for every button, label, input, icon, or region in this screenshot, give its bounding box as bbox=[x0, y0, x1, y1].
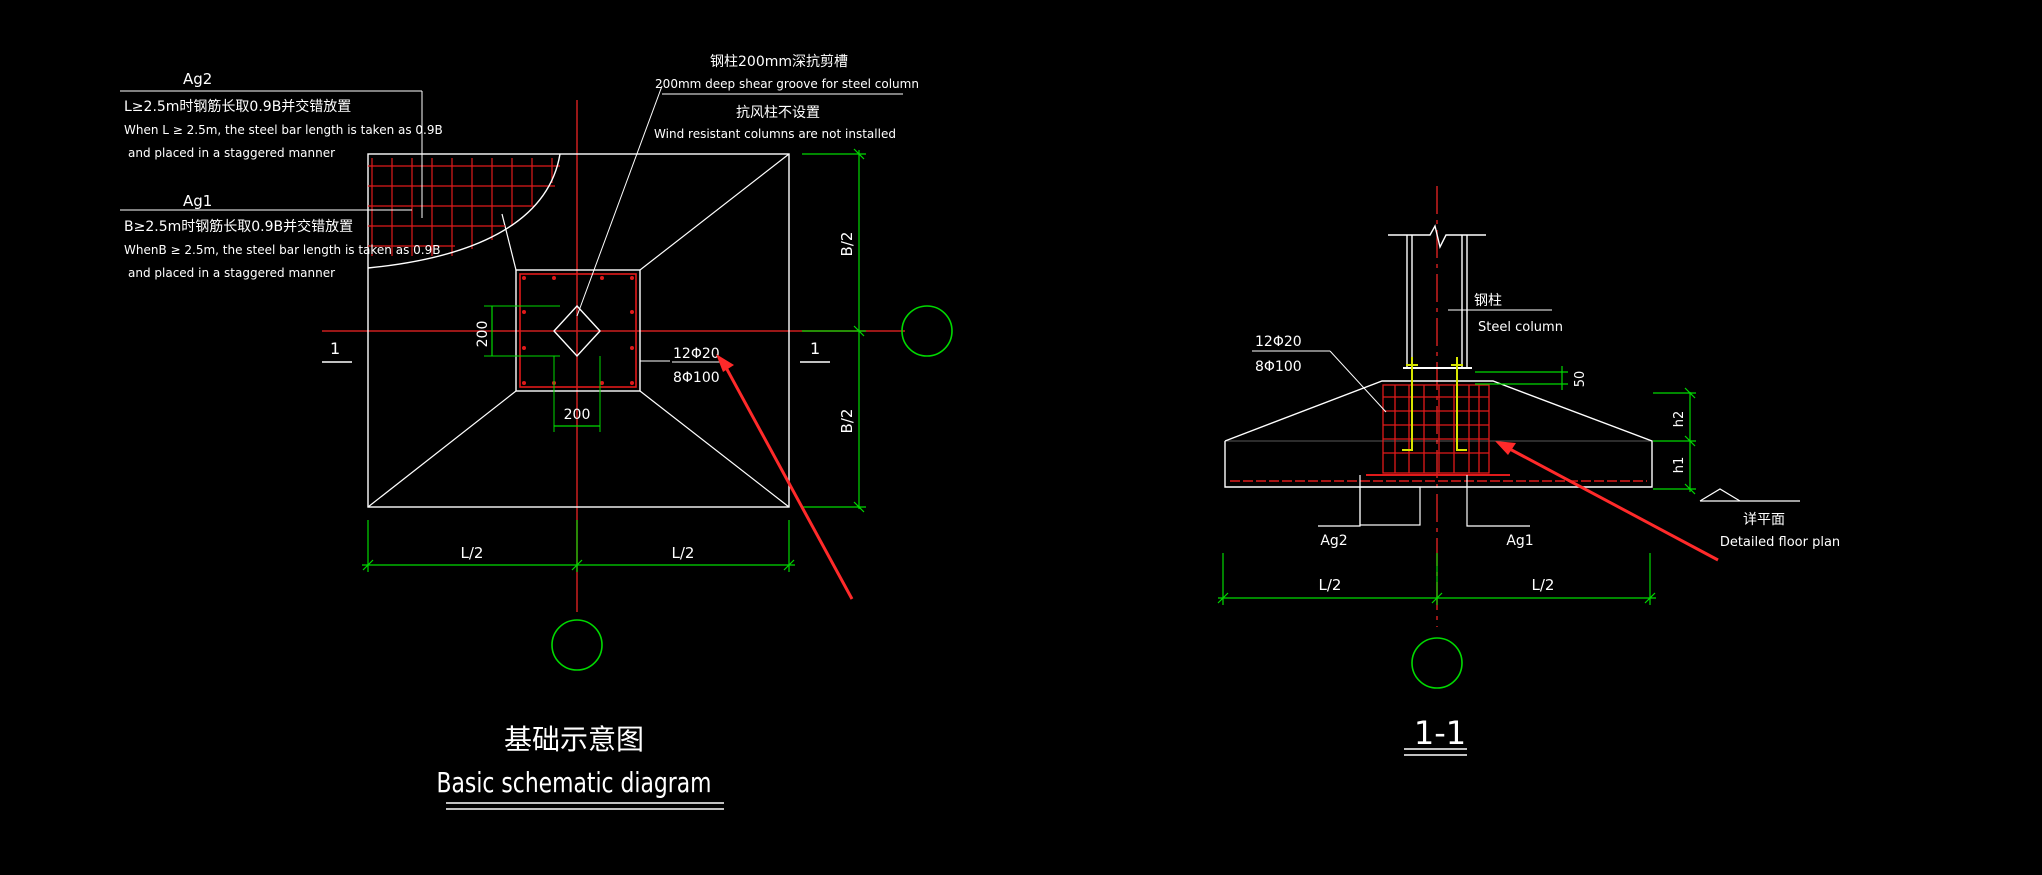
ag2-note-cn: L≥2.5m时钢筋长取0.9B并交错放置 bbox=[124, 98, 351, 115]
ag1-note-en-2: and placed in a staggered manner bbox=[128, 266, 335, 280]
slope-line-br bbox=[639, 390, 790, 508]
ag1-note-en-1: WhenB ≥ 2.5m, the steel bar length is ta… bbox=[124, 243, 440, 257]
ag2-label: Ag2 bbox=[183, 70, 212, 88]
section-ag2-leader bbox=[1318, 475, 1361, 527]
dim-b2-bottom-label: B/2 bbox=[838, 409, 856, 434]
dim-50 bbox=[1475, 366, 1568, 390]
dim-b2 bbox=[802, 148, 866, 513]
section-ag1-leader bbox=[1466, 475, 1530, 527]
groove-leader bbox=[576, 85, 663, 317]
annotation-arrowhead-plan bbox=[716, 354, 734, 372]
annotation-arrow-plan bbox=[721, 361, 854, 600]
plan-rebar-label-1: 12Φ20 bbox=[673, 346, 720, 362]
dim-l2-plan-left-label: L/2 bbox=[461, 544, 484, 562]
ag2-note-en-2: and placed in a staggered manner bbox=[128, 146, 335, 160]
floor-note-cn: 详平面 bbox=[1743, 512, 1785, 528]
ag1-note-cn: B≥2.5m时钢筋长取0.9B并交错放置 bbox=[124, 218, 353, 235]
section-ag2-label: Ag2 bbox=[1320, 533, 1347, 549]
dim-h1-h2 bbox=[1653, 387, 1696, 495]
dim-h2-label: h2 bbox=[1672, 411, 1687, 428]
dim-200-vertical-label: 200 bbox=[475, 321, 491, 348]
slope-line-bl bbox=[367, 390, 517, 508]
section-rebar-leader bbox=[1329, 350, 1387, 413]
steel-column bbox=[1388, 224, 1486, 369]
steel-column-en: Steel column bbox=[1478, 320, 1563, 335]
rebar-mesh-corner bbox=[368, 158, 560, 256]
section-rebar-label-2: 8Φ100 bbox=[1255, 359, 1302, 375]
section-bottom-pad bbox=[1359, 486, 1421, 526]
dim-l2-section-left-label: L/2 bbox=[1319, 576, 1342, 594]
annotation-arrow-section bbox=[1505, 445, 1719, 562]
dim-200-vertical: 200 bbox=[475, 305, 560, 357]
dim-b2-top-label: B/2 bbox=[838, 232, 856, 257]
ag2-note-en-1: When L ≥ 2.5m, the steel bar length is t… bbox=[124, 123, 443, 137]
slope-line-tl bbox=[501, 213, 517, 271]
dim-50-label: 50 bbox=[1573, 371, 1588, 388]
section-rebar-label-1: 12Φ20 bbox=[1255, 334, 1302, 350]
section-mark-right: 1 bbox=[810, 339, 820, 358]
plan-title-en: Basic schematic diagram bbox=[437, 766, 712, 799]
dim-l2-plan bbox=[362, 520, 795, 572]
plan-title-cn: 基础示意图 bbox=[504, 723, 644, 756]
axis-bubble-right bbox=[901, 305, 953, 357]
section-ag1-label: Ag1 bbox=[1506, 533, 1533, 549]
floor-note-en: Detailed floor plan bbox=[1720, 535, 1840, 550]
plan-rebar-label-2: 8Φ100 bbox=[673, 370, 720, 386]
floor-level-symbol bbox=[1699, 488, 1800, 502]
dim-l2-section-right-label: L/2 bbox=[1532, 576, 1555, 594]
slope-line-tr bbox=[639, 153, 790, 271]
shear-groove-diamond bbox=[553, 304, 601, 358]
section-axis-bubble bbox=[1411, 637, 1463, 689]
section-title: 1-1 bbox=[1414, 714, 1466, 752]
footing-outline bbox=[367, 153, 790, 508]
ag1-label: Ag1 bbox=[183, 192, 212, 210]
dim-l2-plan-right-label: L/2 bbox=[672, 544, 695, 562]
groove-note-en: 200mm deep shear groove for steel column bbox=[655, 77, 919, 91]
dim-l2-section bbox=[1217, 553, 1656, 605]
foundation-plan-view: 200 200 12Φ20 8Φ100 1 1 bbox=[120, 54, 953, 810]
dim-200-horizontal-label: 200 bbox=[564, 407, 591, 423]
axis-bubble-bottom bbox=[551, 619, 603, 671]
pedestal-outline bbox=[515, 269, 641, 392]
wind-note-en: Wind resistant columns are not installed bbox=[654, 127, 896, 141]
groove-note-cn: 钢柱200mm深抗剪槽 bbox=[710, 54, 848, 70]
section-1-1-view: 钢柱 Steel column bbox=[1217, 186, 1840, 756]
steel-column-cn: 钢柱 bbox=[1474, 293, 1502, 309]
pedestal-rebar-cage bbox=[519, 273, 637, 388]
section-pedestal-cage bbox=[1382, 384, 1490, 474]
dim-200-horizontal: 200 bbox=[553, 356, 601, 432]
section-footing-outline bbox=[1224, 380, 1653, 488]
section-mark-left: 1 bbox=[330, 339, 340, 358]
cutaway-curve bbox=[367, 153, 561, 269]
annotation-arrowhead-section bbox=[1495, 441, 1516, 455]
dim-h1-label: h1 bbox=[1672, 457, 1687, 474]
wind-note-cn: 抗风柱不设置 bbox=[736, 105, 820, 121]
anchor-bolts bbox=[1402, 357, 1467, 451]
